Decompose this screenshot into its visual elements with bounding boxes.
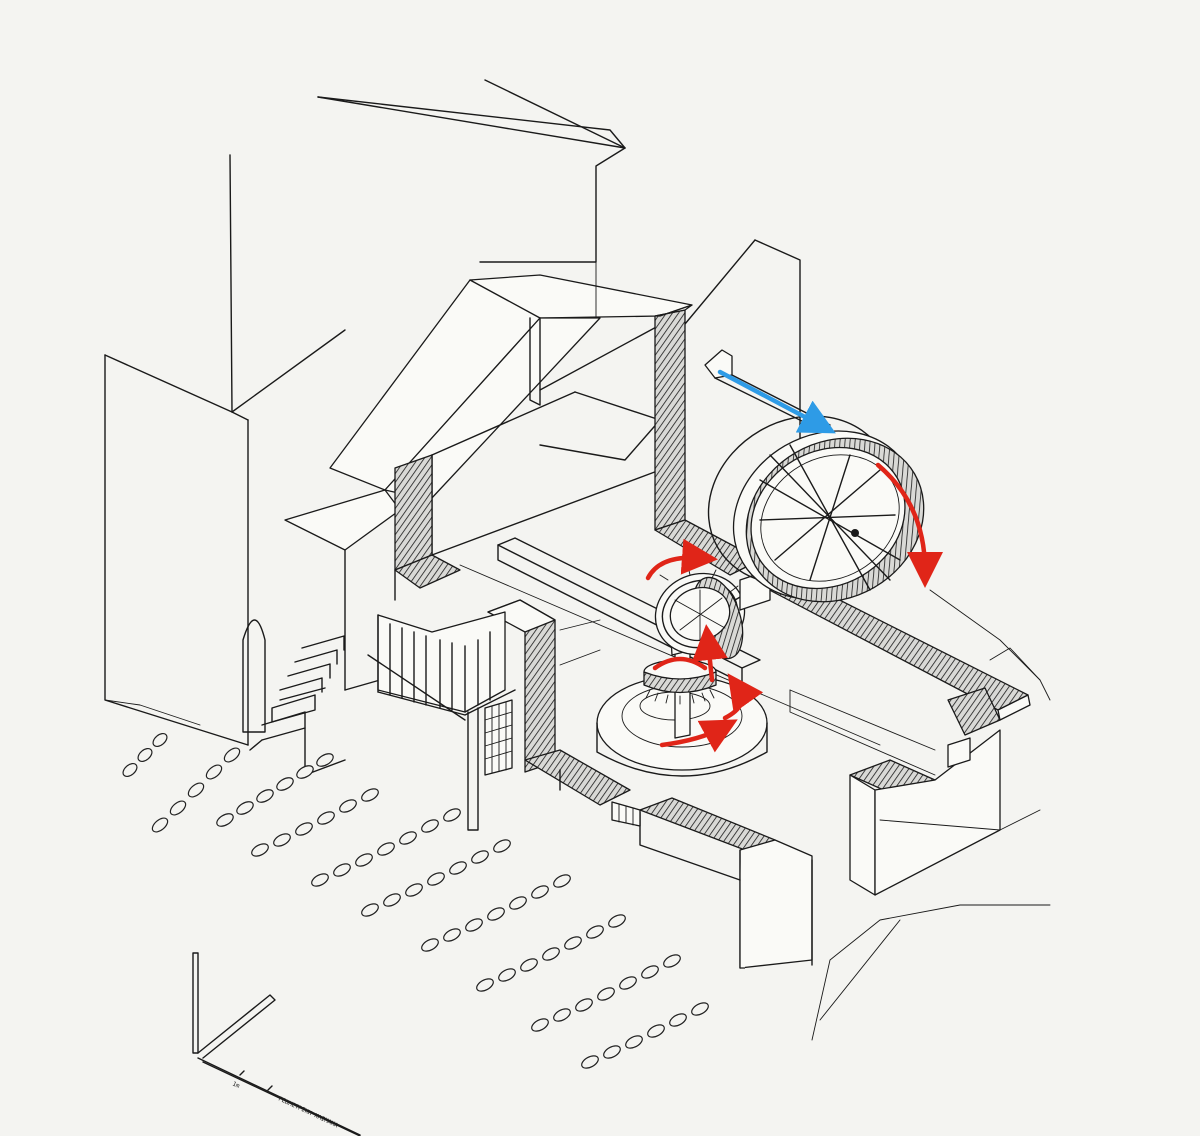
cobblestone-row [581,1002,709,1069]
scale-bar: 1m ΓΕΩΜΕΤΡΙΚΗ ΚΛΙΜΑΚΑ [192,952,361,1136]
water-wheel [707,415,925,603]
terrain [104,589,1051,1041]
cobblestone-row [251,788,379,857]
cobblestone-row [151,747,241,833]
cobblestone-rows [122,732,709,1069]
pit-wheel [654,565,746,660]
shaft-lift-arrow [691,624,728,683]
cobblestone-row [421,874,571,952]
cobblestone-row [531,954,681,1032]
pit-wheel-rotation-arrow [645,538,718,581]
rotation-arrows [645,462,943,753]
gear-rotation-arrow [652,656,708,671]
cobblestone-row [216,753,334,827]
side-wall-and-stairs [242,549,396,776]
water-flow-arrow [717,369,836,434]
right-small-window [947,737,971,768]
cobblestone-row [476,914,626,992]
balcony [367,611,516,831]
front-grille-window [611,801,641,827]
water-wheel-rotation-arrow [875,462,943,588]
roof-slab [284,274,693,551]
cobblestone-row [311,808,461,887]
cobblestone-row [361,839,511,917]
millstone-rotation-arrow-front [659,719,738,753]
scale-caption: ΓΕΩΜΕΤΡΙΚΗ ΚΛΙΜΑΚΑ [277,1095,339,1129]
scale-unit-label: 1m [231,1080,241,1090]
cobblestone-row [122,732,168,778]
front-walls [559,729,1001,969]
millstone-rotation-arrow-right [722,673,764,721]
